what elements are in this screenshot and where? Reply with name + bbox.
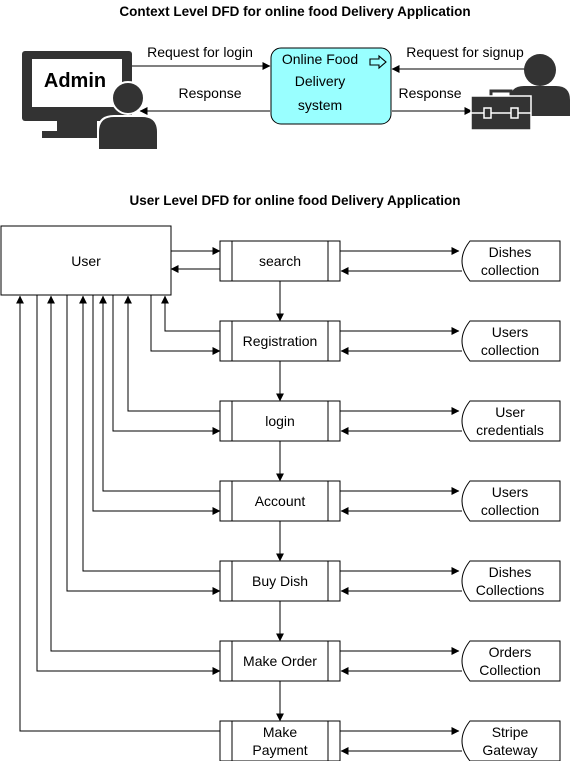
edge-label-request-signup: Request for signup (406, 44, 524, 60)
store-label-7-line-1: Stripe (492, 724, 529, 740)
flow-process-7-to-user (16, 295, 220, 732)
arrow-right-icon (369, 54, 387, 70)
process-label-2-line-1: Registration (243, 333, 318, 349)
store-label-5-line-1: Dishes (489, 564, 532, 580)
flow-process-2-to-user (161, 295, 220, 332)
process-box-1 (219, 240, 341, 282)
store-label-2-line-1: Users (492, 324, 529, 340)
data-store-7 (461, 720, 561, 761)
process-label-7-line-2: Payment (252, 742, 307, 758)
flow-process-3-to-user (124, 295, 220, 412)
toolbox-icon (470, 89, 532, 131)
data-store-3 (461, 400, 561, 442)
process-box-4 (219, 480, 341, 522)
process-box-2 (219, 320, 341, 362)
edge-label-response-right: Response (398, 85, 461, 101)
edge-label-response-left: Response (178, 85, 241, 101)
user-level-title: User Level DFD for online food Delivery … (129, 193, 460, 208)
flow-user-to-process-2 (150, 295, 221, 355)
process-label-4-line-1: Account (255, 493, 306, 509)
process-label-6-line-1: Make Order (243, 653, 317, 669)
edge-label-request-login: Request for login (147, 44, 253, 60)
flow-user-to-process-4 (92, 295, 221, 515)
process-label-3-line-1: login (265, 413, 295, 429)
flow-user-to-process-5 (66, 295, 221, 595)
process-box-3 (219, 400, 341, 442)
store-label-1-line-2: collection (481, 262, 539, 278)
data-store-6 (461, 640, 561, 682)
process-box-5 (219, 560, 341, 602)
store-label-3-line-1: User (495, 404, 525, 420)
flow-process-5-to-user (79, 295, 220, 572)
system-label-1: Online Food (282, 51, 358, 67)
system-label-3: system (298, 97, 342, 113)
store-label-4-line-2: collection (481, 502, 539, 518)
store-group: DishescollectionUserscollectionUsercrede… (461, 240, 561, 761)
flow-group (16, 247, 462, 755)
flow-process-4-to-user (99, 295, 220, 492)
user-entity-label: User (71, 253, 101, 269)
store-label-4-line-1: Users (492, 484, 529, 500)
store-label-7-line-2: Gateway (482, 742, 537, 758)
process-box-7 (219, 720, 341, 761)
process-label-1-line-1: search (259, 253, 301, 269)
data-store-1 (461, 240, 561, 282)
data-store-2 (461, 320, 561, 362)
process-label-5-line-1: Buy Dish (252, 573, 308, 589)
process-label-7-line-1: Make (263, 724, 297, 740)
admin-monitor-icon (22, 51, 132, 138)
user-entity (0, 225, 172, 296)
context-title: Context Level DFD for online food Delive… (119, 4, 470, 19)
data-store-4 (461, 480, 561, 522)
data-store-5 (461, 560, 561, 602)
flow-user-to-process-3 (112, 295, 221, 435)
store-label-1-line-1: Dishes (489, 244, 532, 260)
admin-person-icon (97, 81, 159, 151)
store-label-2-line-2: collection (481, 342, 539, 358)
flow-user-to-process-6 (36, 295, 221, 675)
store-label-6-line-1: Orders (489, 644, 532, 660)
system-node (270, 47, 392, 125)
store-label-6-line-2: Collection (479, 662, 540, 678)
system-label-2: Delivery (295, 73, 346, 89)
process-box-6 (219, 640, 341, 682)
store-label-5-line-2: Collections (476, 582, 544, 598)
flow-process-6-to-user (47, 295, 220, 652)
store-label-3-line-2: credentials (476, 422, 544, 438)
admin-label: Admin (44, 70, 106, 92)
